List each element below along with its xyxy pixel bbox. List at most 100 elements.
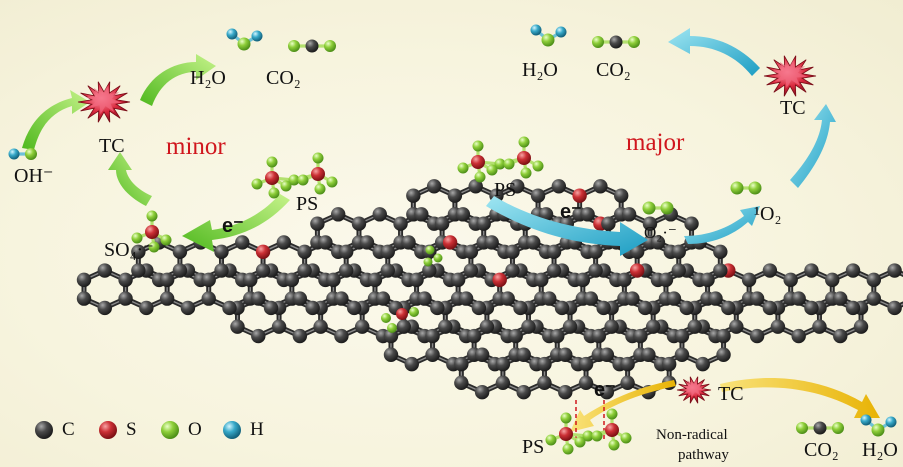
label-co2-minor: CO₂ — [266, 67, 301, 89]
oxygen-atom — [387, 323, 397, 333]
carbon-atom — [558, 385, 573, 400]
carbon-atom — [354, 319, 370, 334]
carbon-atom — [741, 272, 757, 288]
legend — [35, 421, 241, 439]
label-h2o-major: H₂O — [522, 59, 558, 81]
carbon-atom — [409, 272, 424, 288]
carbon-atom — [825, 272, 840, 288]
oxygen-atom — [381, 313, 391, 323]
carbon-atom — [580, 207, 595, 222]
oxygen-atom — [628, 36, 640, 48]
carbon-atom — [383, 328, 399, 344]
carbon-atom — [674, 347, 690, 362]
sulfur-atom — [471, 155, 485, 169]
oxygen-atom — [592, 36, 604, 48]
oxygen-atom — [503, 158, 515, 170]
carbon-atom — [812, 319, 827, 334]
carbon-atom — [476, 216, 491, 231]
oxygen-atom — [268, 187, 280, 199]
carbon-atom — [845, 300, 861, 316]
carbon-atom — [621, 207, 637, 222]
arrow-tc-to-products — [140, 54, 216, 106]
carbon-atom — [417, 291, 432, 306]
carbon-atom — [326, 272, 341, 288]
label-ps-minor: PS — [296, 193, 319, 215]
oxygen-atom — [532, 160, 544, 172]
carbon-atom — [770, 319, 786, 334]
oxygen-atom — [409, 307, 419, 317]
carbon-atom — [546, 263, 562, 278]
hydrogen-atom — [555, 26, 567, 38]
carbon-atom — [562, 319, 578, 334]
carbon-atom — [172, 244, 188, 259]
arrow-so4-to-tc — [108, 152, 152, 206]
carbon-atom — [713, 263, 728, 278]
sulfur-atom — [605, 423, 619, 437]
carbon-atom — [251, 328, 266, 344]
carbon-atom — [613, 188, 629, 203]
carbon-atom — [338, 244, 354, 259]
carbon-atom — [471, 300, 487, 316]
oxygen-atom — [425, 245, 435, 255]
carbon-atom — [271, 319, 287, 334]
singlet-o2-molecule — [730, 181, 762, 195]
carbon-atom — [474, 347, 490, 362]
carbon-atom — [118, 272, 133, 288]
oxygen-atom — [748, 181, 762, 195]
carbon-atom — [550, 328, 565, 344]
carbon-atom — [578, 356, 594, 372]
label-non-radical: Non-radical — [656, 427, 728, 443]
carbon-atom — [118, 291, 133, 306]
oxygen-atom — [660, 201, 674, 215]
oxygen-atom — [871, 423, 885, 437]
carbon-atom — [438, 319, 453, 334]
carbon-atom — [591, 328, 607, 344]
carbon-atom — [466, 328, 482, 344]
oxygen-atom — [591, 430, 603, 442]
label-co2-nonradical: CO₂ — [804, 439, 839, 461]
carbon-atom — [393, 216, 408, 231]
label-so4-radical: SO₄·⁻ — [104, 239, 154, 261]
oxygen-atom — [730, 181, 744, 195]
label-tc-minor: TC — [99, 135, 125, 157]
carbon-atom — [434, 216, 450, 231]
label-minor: minor — [166, 133, 226, 160]
carbon-atom — [495, 356, 511, 372]
oxygen-atom — [266, 156, 278, 168]
label-major: major — [626, 129, 685, 156]
sulfur-atom — [311, 167, 325, 181]
carbon-atom — [804, 263, 819, 278]
carbon-atom — [430, 300, 445, 316]
carbon-atom — [558, 347, 573, 362]
carbon-atom — [214, 244, 229, 259]
carbon-atom — [305, 39, 319, 53]
carbon-atom — [383, 347, 399, 362]
carbon-atom — [513, 300, 528, 316]
carbon-atom — [338, 263, 354, 278]
oxygen-atom — [608, 439, 620, 451]
label-ps-nonradical: PS — [522, 436, 545, 458]
oxygen-atom — [494, 158, 506, 170]
carbon-atom — [762, 263, 778, 278]
oxygen-atom — [562, 443, 574, 455]
tc-molecule-major — [763, 55, 817, 97]
carbon-atom — [474, 385, 490, 400]
carbon-atom — [708, 291, 723, 306]
carbon-atom — [716, 328, 731, 344]
label-electron-major: e⁻ — [560, 201, 582, 223]
sulfur-atom — [517, 151, 531, 165]
carbon-atom — [447, 188, 463, 203]
carbon-atom — [661, 356, 677, 372]
carbon-atom — [495, 375, 511, 391]
carbon-atom — [414, 207, 429, 222]
carbon-atom — [97, 300, 112, 316]
oxygen-atom — [326, 176, 338, 188]
carbon-atom — [604, 319, 619, 334]
carbon-atom — [201, 291, 216, 306]
carbon-atom — [546, 244, 562, 259]
oxygen-atom — [545, 434, 557, 446]
carbon-atom — [866, 272, 882, 288]
carbon-atom — [593, 179, 608, 194]
carbon-atom — [687, 319, 702, 334]
